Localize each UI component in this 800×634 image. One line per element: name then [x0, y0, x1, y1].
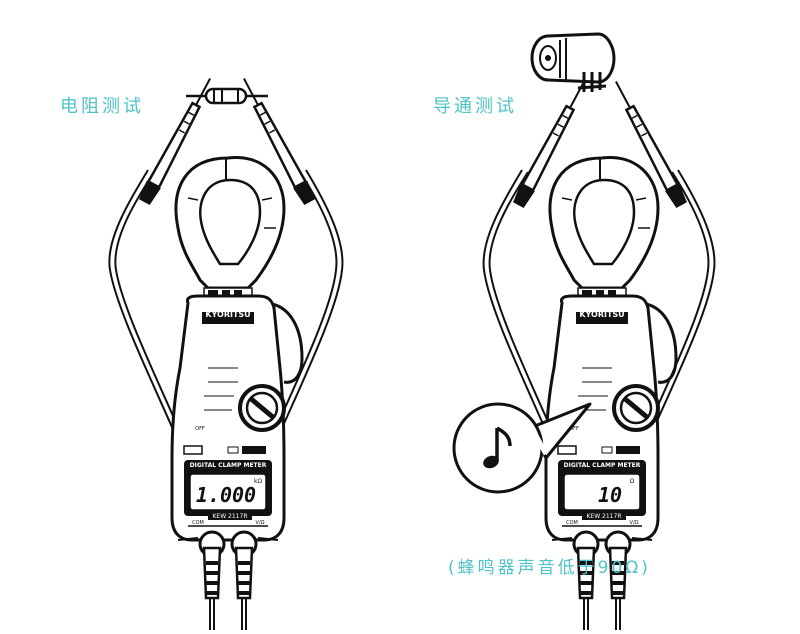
off-label-left: OFF — [195, 426, 205, 432]
left-assembly — [108, 73, 344, 630]
panel-title-left: DIGITAL CLAMP METER — [190, 462, 267, 469]
v-label-right: V/Ω — [630, 520, 639, 526]
off-label-right: OFF — [569, 426, 579, 432]
display-reading-right: 10 — [598, 483, 622, 507]
continuity-test-label: 导通测试 — [433, 96, 517, 117]
panel-title-right: DIGITAL CLAMP METER — [564, 462, 641, 469]
display-reading-left: 1.000 — [196, 483, 256, 507]
brand-label-right: KYORITSU — [579, 310, 624, 319]
buzzer-threshold-note: (蜂鸣器声音低于90Ω) — [448, 558, 651, 578]
com-label-left: COM — [192, 520, 204, 526]
model-label-left: KEW 2117R — [212, 513, 247, 520]
unit-left: kΩ — [254, 478, 262, 485]
v-label-left: V/Ω — [256, 520, 265, 526]
motor-icon — [530, 32, 616, 92]
com-label-right: COM — [566, 520, 578, 526]
resistor-icon — [186, 87, 268, 105]
unit-right: Ω — [630, 478, 635, 485]
left-meter — [172, 158, 302, 630]
brand-label-left: KYORITSU — [205, 310, 250, 319]
resistance-test-label: 电阻测试 — [60, 96, 144, 117]
model-label-right: KEW 2117R — [586, 513, 621, 520]
right-assembly — [452, 32, 716, 630]
musical-note-icon — [483, 426, 512, 469]
